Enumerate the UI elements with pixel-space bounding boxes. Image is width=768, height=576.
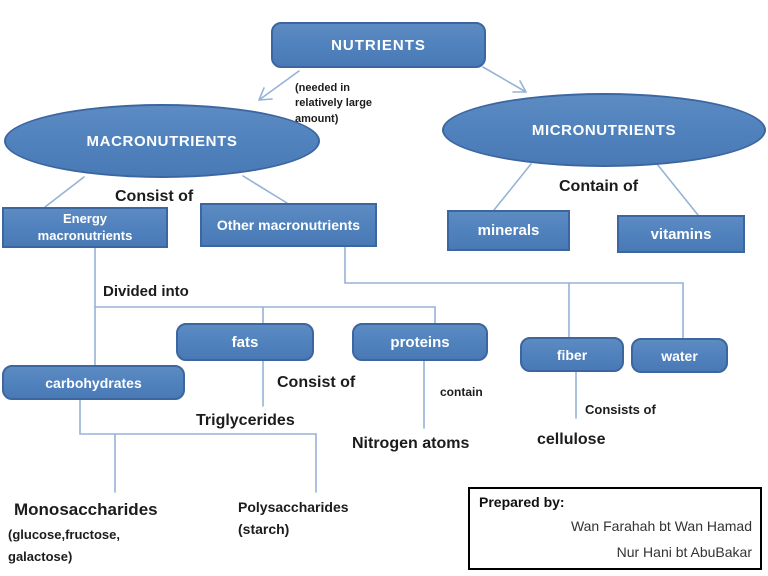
- note-needed-amount: (needed in relatively large amount): [295, 82, 373, 125]
- node-vitamins: vitamins: [617, 215, 745, 253]
- author-1: Wan Farahah bt Wan Hamad: [570, 518, 752, 534]
- author-2: Nur Hani bt AbuBakar: [616, 544, 752, 560]
- prepared-by-box: Prepared by: Wan Farahah bt Wan Hamad Nu…: [468, 487, 762, 570]
- leaf-nitrogen-atoms: Nitrogen atoms: [352, 435, 470, 452]
- node-proteins: proteins: [352, 323, 488, 361]
- node-minerals: minerals: [447, 210, 570, 251]
- label-contain-proteins: contain: [440, 385, 483, 399]
- leaf-polysaccharides: Polysaccharides (starch): [238, 499, 349, 537]
- node-fiber: fiber: [520, 337, 624, 372]
- node-carbohydrates: carbohydrates: [2, 365, 185, 400]
- label-consists-of-fiber: Consists of: [585, 402, 656, 417]
- arrow-to-macronutrients: [258, 70, 300, 101]
- leaf-monosaccharides: Monosaccharides: [14, 500, 158, 519]
- leaf-triglycerides: Triglycerides: [196, 412, 295, 429]
- leaf-monosaccharides-examples: (glucose,fructose, galactose): [8, 527, 120, 565]
- node-energy-macronutrients: Energy macronutrients: [2, 207, 168, 248]
- arrow-to-micronutrients: [482, 66, 527, 93]
- label-consist-of-macro: Consist of: [115, 188, 194, 205]
- prepared-by-title: Prepared by:: [479, 494, 565, 510]
- node-water: water: [631, 338, 728, 373]
- leaf-cellulose: cellulose: [537, 431, 606, 448]
- label-divided-into: Divided into: [103, 283, 189, 300]
- label-consist-of-fats: Consist of: [277, 374, 356, 391]
- node-micronutrients: MICRONUTRIENTS: [442, 93, 766, 167]
- node-nutrients: NUTRIENTS: [271, 22, 486, 68]
- node-other-macronutrients: Other macronutrients: [200, 203, 377, 247]
- label-contain-of: Contain of: [559, 178, 639, 195]
- node-macronutrients: MACRONUTRIENTS: [4, 104, 320, 178]
- node-fats: fats: [176, 323, 314, 361]
